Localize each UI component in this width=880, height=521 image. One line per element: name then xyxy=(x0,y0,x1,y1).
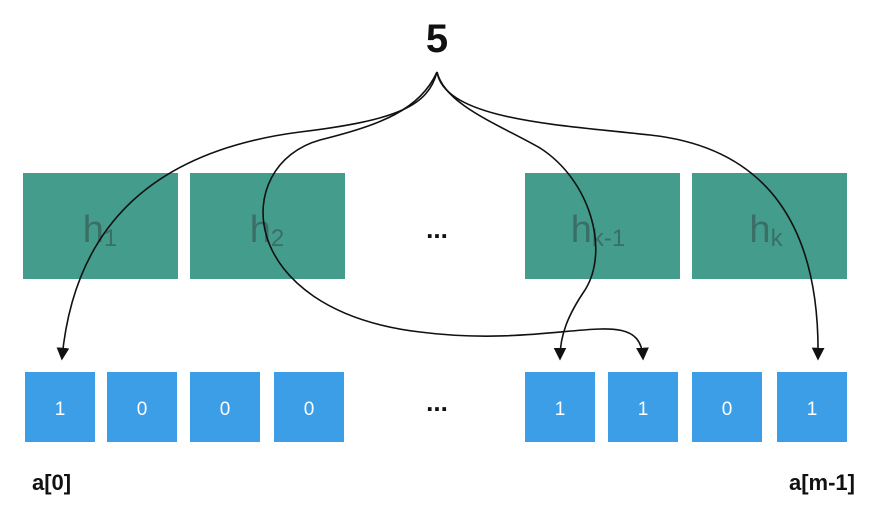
index-label-last: a[m-1] xyxy=(789,470,855,495)
hash-label: hk-1 xyxy=(571,209,625,252)
hash-box-bg xyxy=(23,173,178,279)
hash-label-sub: 1 xyxy=(104,225,117,252)
bit-cell-bg xyxy=(107,372,177,442)
bit-array: 1 0 0 0 ... 1 1 0 1 xyxy=(25,372,847,442)
hash-label-base: h xyxy=(83,209,104,251)
hash-label-sub: 2 xyxy=(271,225,284,252)
arrow-hk xyxy=(436,71,825,361)
hash-arrows xyxy=(56,71,825,361)
bit-cell: 0 xyxy=(190,372,260,442)
bit-cell: 0 xyxy=(692,372,762,442)
hash-label-base: h xyxy=(749,209,770,251)
arrow-hk-1 xyxy=(436,71,597,361)
bit-cell-bg xyxy=(25,372,95,442)
hash-label-sub: k-1 xyxy=(592,225,625,252)
bit-cell-bg xyxy=(777,372,847,442)
hash-function-box: hk xyxy=(692,173,847,279)
hash-function-box: h2 xyxy=(190,173,345,279)
bit-cell: 1 xyxy=(777,372,847,442)
hash-function-box: h1 xyxy=(23,173,178,279)
hash-label-sub: k xyxy=(771,225,784,252)
bit-cell-bg xyxy=(608,372,678,442)
bit-value: 0 xyxy=(304,399,315,420)
bit-cell: 1 xyxy=(25,372,95,442)
bit-cell: 1 xyxy=(525,372,595,442)
bit-cell: 0 xyxy=(274,372,344,442)
bit-cell-bg xyxy=(274,372,344,442)
hash-label-base: h xyxy=(250,209,271,251)
bit-value: 1 xyxy=(55,399,66,420)
bit-cell: 0 xyxy=(107,372,177,442)
bit-value: 0 xyxy=(722,399,733,420)
hash-label: h2 xyxy=(250,209,285,252)
index-label-first: a[0] xyxy=(32,470,71,495)
bit-value: 1 xyxy=(807,399,818,420)
hash-box-bg xyxy=(190,173,345,279)
hash-box-bg xyxy=(525,173,680,279)
bit-value: 0 xyxy=(220,399,231,420)
input-value: 5 xyxy=(426,17,448,61)
bit-cell-bg xyxy=(692,372,762,442)
bit-value: 1 xyxy=(638,399,649,420)
hash-function-box: hk-1 xyxy=(525,173,680,279)
hash-label-base: h xyxy=(571,209,592,251)
bit-value: 1 xyxy=(555,399,566,420)
bit-cell: 1 xyxy=(608,372,678,442)
arrow-h2 xyxy=(262,71,649,361)
bit-ellipsis: ... xyxy=(426,387,448,417)
bit-value: 0 xyxy=(137,399,148,420)
bit-cell-bg xyxy=(190,372,260,442)
bit-cell-bg xyxy=(525,372,595,442)
arrow-h1 xyxy=(56,71,438,361)
hash-ellipsis: ... xyxy=(426,214,448,244)
hash-label: hk xyxy=(749,209,783,252)
